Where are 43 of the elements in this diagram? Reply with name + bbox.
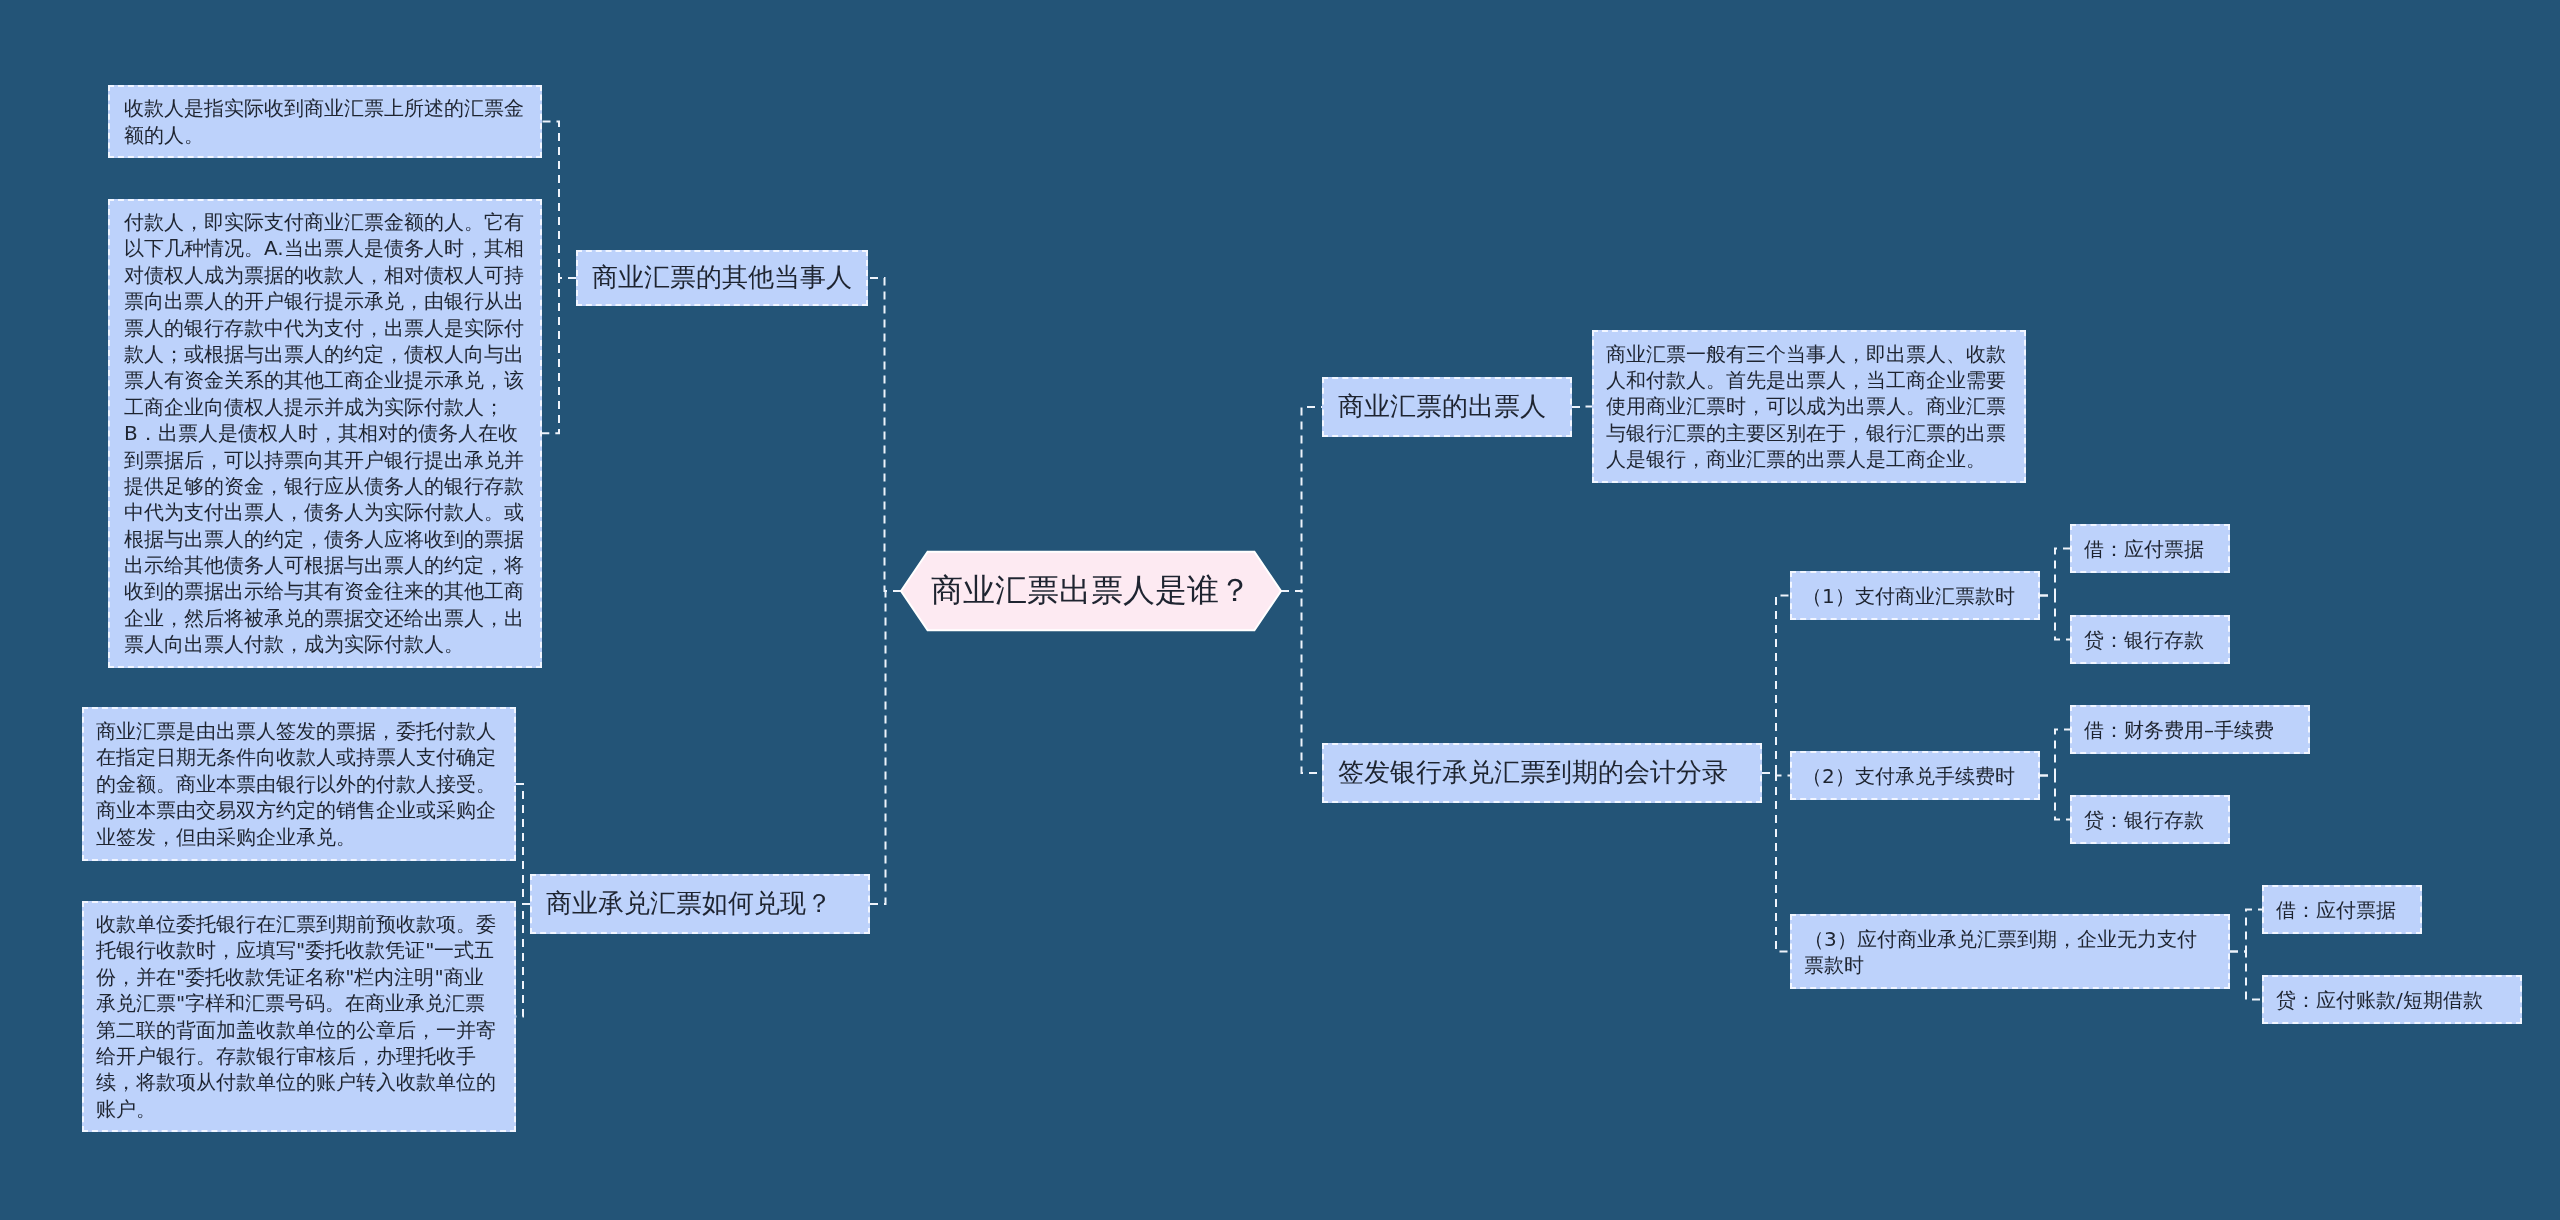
connector-line — [2229, 950, 2263, 1001]
topic-text: 商业汇票一般有三个当事人，即出票人、收款人和付款人。首先是出票人，当工商企业需要使用商业汇票时，可以成为出票人。商业汇票与银行汇票的主要区别在于，银行汇票的出票人是银行，商业汇票的出票人是工商企业。 — [1606, 340, 2007, 473]
connector-line — [2039, 774, 2071, 821]
topic-box — [1322, 377, 1572, 437]
topic-box — [2070, 615, 2230, 664]
topic-text: 商业汇票的其他当事人 — [592, 261, 852, 295]
topic-text: 借：财务费用–手续费 — [2084, 716, 2274, 743]
topic-text: 贷：银行存款 — [2084, 806, 2204, 833]
connector-line — [1571, 405, 1593, 408]
topic-box — [1790, 914, 2230, 989]
topic-box — [1790, 571, 2040, 620]
topic-box — [2070, 705, 2310, 754]
topic-text: 付款人，即实际支付商业汇票金额的人。它有以下几种情况。A.当出票人是债务人时，其相对债权人成为票据的收款人，相对债权人可持票向出票人的开户银行提示承兑，由银行从出票人的银行存款中代为支付，出票人是实际付款人；或根据与出票人的约定，债权人向与出票人有资金关系的其他工商企业提示承兑，该工商企业向债权人提示并成为实际付款人；B．出票人是债权人时，其相对的债务人在收到票据后，可以持票向其开户银行提出承兑并提供足够的资金，银行应从债务人的银行存款中代为支付出票人，债务人为实际付款人。或根据与出票人的约定，债务人应将收到的票据出示给其他债务人可根据与出票人的约定，将收到的票据出示给与其有资金往来的其他工商企业，然后将被承兑的票据交还给出票人，出票人向出票人付款，成为实际付款人。 — [124, 209, 525, 658]
topic-box — [2262, 975, 2522, 1024]
topic-text: 签发银行承兑汇票到期的会计分录 — [1338, 756, 1728, 790]
topic-text: 借：应付票据 — [2276, 896, 2396, 923]
connector-line — [541, 277, 577, 435]
topic-box — [82, 707, 516, 861]
topic-text: 收款人是指实际收到商业汇票上所述的汇票金额的人。 — [124, 95, 525, 148]
connector-line — [1761, 772, 1791, 953]
topic-text: 借：应付票据 — [2084, 535, 2204, 562]
central-topic-hexagon — [901, 550, 1281, 632]
topic-text: （3）应付商业承兑汇票到期，企业无力支付票款时 — [1804, 925, 2198, 978]
topic-box — [2070, 795, 2230, 844]
topic-box — [1322, 743, 1762, 803]
topic-box — [2262, 885, 2422, 934]
topic-text: 商业汇票是由出票人签发的票据，委托付款人在指定日期无条件向收款人或持票人支付确定的金额。商业本票由银行以外的付款人接受。商业本票由交易双方约定的销售企业或采购企业签发，但由采购企业承兑。 — [96, 718, 497, 850]
topic-text: 商业承兑汇票如何兑现？ — [546, 887, 832, 921]
topic-text: 贷：银行存款 — [2084, 626, 2204, 653]
topic-box — [576, 250, 868, 306]
topic-text: 商业汇票出票人是谁？ — [931, 570, 1251, 612]
topic-box — [530, 874, 870, 934]
topic-box — [1790, 751, 2040, 800]
topic-text: （1）支付商业汇票款时 — [1802, 582, 2015, 609]
topic-box — [2070, 524, 2230, 573]
topic-text: 商业汇票的出票人 — [1338, 390, 1546, 424]
topic-box — [108, 85, 542, 158]
connector-line — [2039, 594, 2071, 641]
topic-box — [1592, 330, 2026, 483]
topic-text: 收款单位委托银行在汇票到期前预收款项。委托银行收款时，应填写"委托收款凭证"一式五份，并在"委托收款凭证名称"栏内注明"商业承兑汇票"字样和汇票号码。在商业承兑汇票第二联的背面加盖收款单位的公章后，一并寄给开户银行。存款银行审核后，办理托收手续，将款项从付款单位的账户转入收款单位的账户。 — [96, 910, 497, 1123]
connector-line — [869, 590, 902, 905]
topic-text: 贷：应付账款/短期借款 — [2276, 986, 2483, 1013]
topic-text: （2）支付承兑手续费时 — [1802, 762, 2015, 789]
